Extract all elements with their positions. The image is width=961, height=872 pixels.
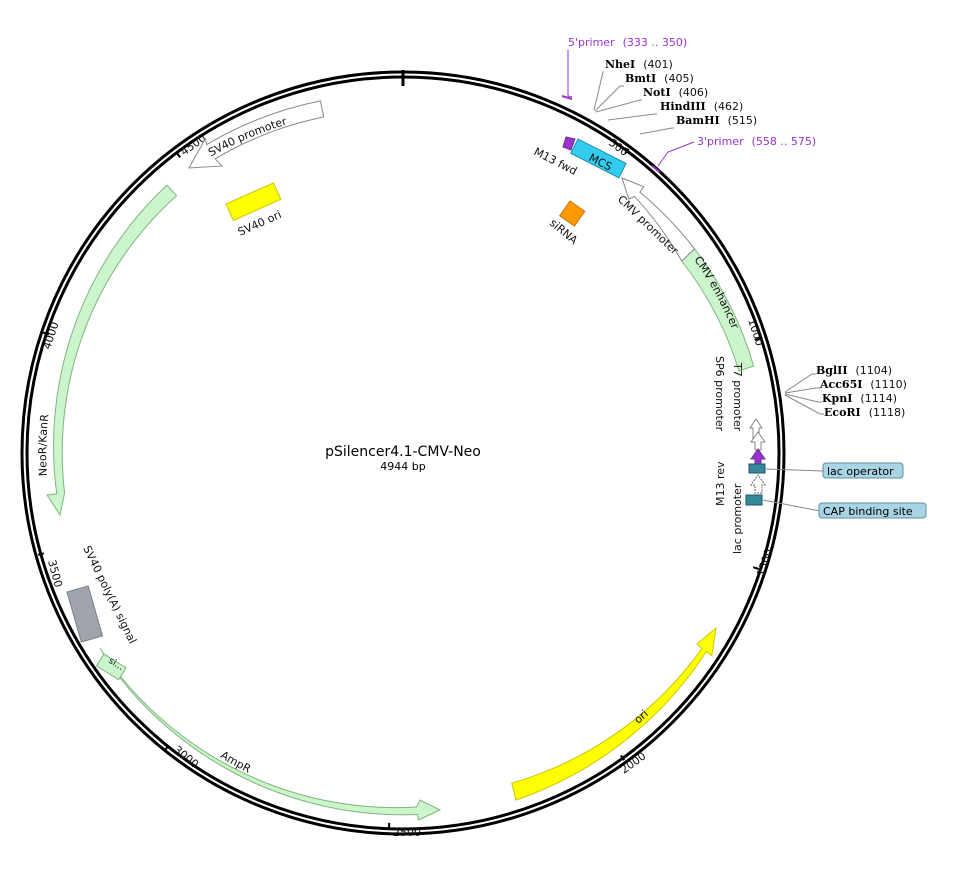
position-ticks <box>37 148 761 829</box>
feature-ampr-arrow[interactable] <box>99 648 442 821</box>
feature-cmv-enhancer-bar[interactable] <box>681 248 755 372</box>
cap-binding-leader <box>762 499 821 512</box>
site-bmti[interactable]: BmtI(405) <box>625 72 694 85</box>
feature-neor-kanr-arrow[interactable] <box>46 184 178 517</box>
primer-3-leader <box>657 141 695 167</box>
site-hindiii[interactable]: HindIII(462) <box>660 100 743 113</box>
feature-cap-binding-box[interactable] <box>745 494 763 506</box>
map-title: pSilencer4.1-CMV-Neo <box>325 444 481 460</box>
feature-sp6-promoter-label: SP6 promoter <box>713 356 726 432</box>
feature-lac-promoter-marker[interactable] <box>750 474 766 494</box>
feature-m13-fwd-marker[interactable] <box>562 136 576 151</box>
feature-lac-operator-box[interactable] <box>748 463 766 474</box>
site-acc65i[interactable]: Acc65I(1110) <box>819 378 907 391</box>
lac-operator-leader <box>765 468 824 472</box>
cap-binding-callout[interactable] <box>818 502 927 519</box>
site-kpni[interactable]: KpnI(1114) <box>822 392 897 405</box>
feature-small-green-box[interactable] <box>95 653 127 681</box>
site-bglii[interactable]: BglII(1104) <box>816 364 892 377</box>
feature-sirna-box[interactable] <box>558 200 586 227</box>
feature-cmv-promoter-arrow[interactable] <box>621 177 696 262</box>
site-ecori[interactable]: EcoRI(1118) <box>824 406 905 419</box>
feature-sv40-polya-box[interactable] <box>66 585 104 643</box>
tick-label-1000: 1000 <box>745 317 766 348</box>
primer-3-label[interactable]: 3'primer(558 .. 575) <box>697 135 816 148</box>
site-nhei[interactable]: NheI(401) <box>605 58 673 71</box>
site-noti[interactable]: NotI(406) <box>643 86 708 99</box>
feature-sv40-ori-box[interactable] <box>225 182 282 222</box>
feature-sp6-promoter-marker[interactable] <box>750 431 766 451</box>
tick-label-2500: 2500 <box>393 826 421 839</box>
primer-5-marker[interactable] <box>561 95 573 100</box>
feature-t7-promoter-label: T7 promoter <box>731 362 744 432</box>
site-bamhi[interactable]: BamHI(515) <box>676 114 757 127</box>
feature-ori-arrow[interactable] <box>511 626 717 801</box>
primer-5-label[interactable]: 5'primer(333 .. 350) <box>568 36 687 49</box>
lac-operator-callout-label: lac operator <box>827 465 894 478</box>
feature-mcs-box[interactable] <box>570 138 627 179</box>
feature-lac-promoter-label: lac promoter <box>731 483 744 554</box>
site-leaders-right <box>784 373 824 415</box>
feature-m13-rev-label: M13 rev <box>714 461 727 506</box>
feature-neor-kanr-label: NeoR/KanR <box>36 413 51 476</box>
map-size-label: 4944 bp <box>380 460 425 473</box>
tick-label-1500: 1500 <box>754 547 775 578</box>
primer-3-marker[interactable] <box>651 165 661 173</box>
primer-5-leader <box>567 50 573 98</box>
cap-binding-callout-label: CAP binding site <box>823 505 913 518</box>
lac-operator-callout[interactable] <box>822 462 904 479</box>
feature-sv40-promoter-arrow[interactable] <box>188 100 325 169</box>
site-leaders-top <box>593 71 674 135</box>
tick-label-2000: 2000 <box>618 749 648 776</box>
